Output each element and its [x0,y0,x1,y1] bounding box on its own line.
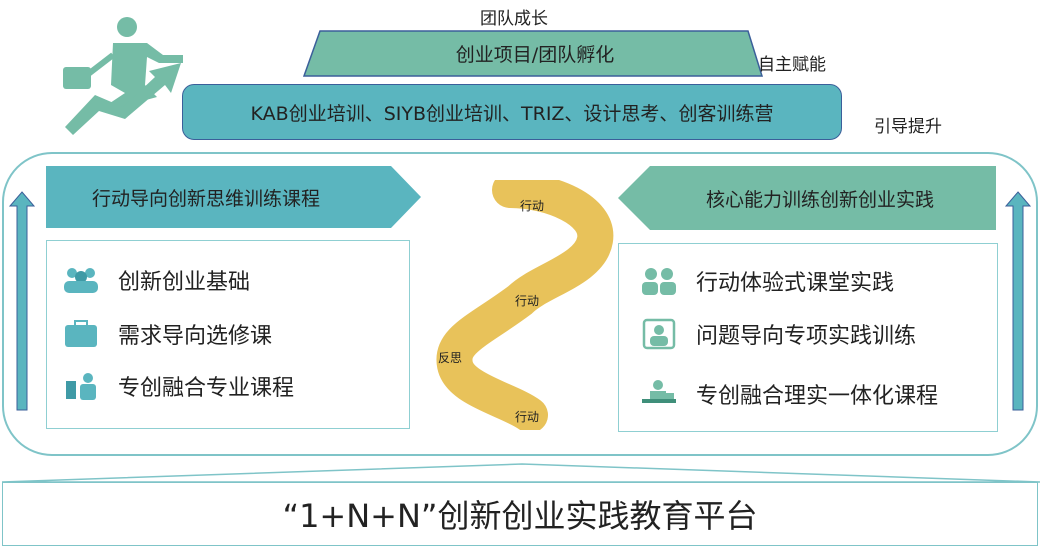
team-growth-label: 团队成长 [480,9,548,29]
desk-worker-icon [642,380,676,403]
left-course-box [46,240,410,429]
people-group-icon [64,268,98,293]
list-item: 行动体验式课堂实践 [640,265,894,297]
runner-growth-icon [63,17,183,135]
snake-label: 行动 [515,294,540,308]
action-reflection-snake [436,180,614,430]
person-puzzle-icon [66,373,96,400]
left-header-chevron [46,166,421,228]
presenter-icon [642,318,676,350]
self-empower-label: 自主赋能 [758,55,826,75]
right-practice-box [618,243,998,432]
list-item: 需求导向选修课 [62,318,272,350]
two-people-icon [642,268,676,295]
list-item: 专创融合专业课程 [62,370,294,402]
trainings-bar: KAB创业培训、SIYB创业培训、TRIZ、设计思考、创客训练营 [182,84,842,140]
left-up-arrow-icon [8,191,36,411]
right-header-chevron [618,166,996,230]
left-header: 行动导向创新思维训练课程 [91,187,320,210]
main-container [2,152,1038,456]
platform-roof [1,463,1041,483]
right-header: 核心能力训练创新创业实践 [705,188,934,211]
platform-title: “1+N+N”创新创业实践教育平台 [2,482,1038,546]
snake-label: 反思 [438,351,463,365]
incubation-label: 创业项目/团队孵化 [455,44,615,66]
briefcase-icon [65,320,97,347]
incubation-trapezoid [302,30,764,77]
guide-up-label: 引导提升 [874,117,942,137]
list-item: 创新创业基础 [62,264,250,296]
list-item: 专创融合理实一体化课程 [640,378,938,410]
snake-label: 行动 [515,410,540,424]
right-up-arrow-icon [1004,191,1032,411]
snake-label: 行动 [520,199,545,213]
list-item: 问题导向专项实践训练 [640,318,916,350]
